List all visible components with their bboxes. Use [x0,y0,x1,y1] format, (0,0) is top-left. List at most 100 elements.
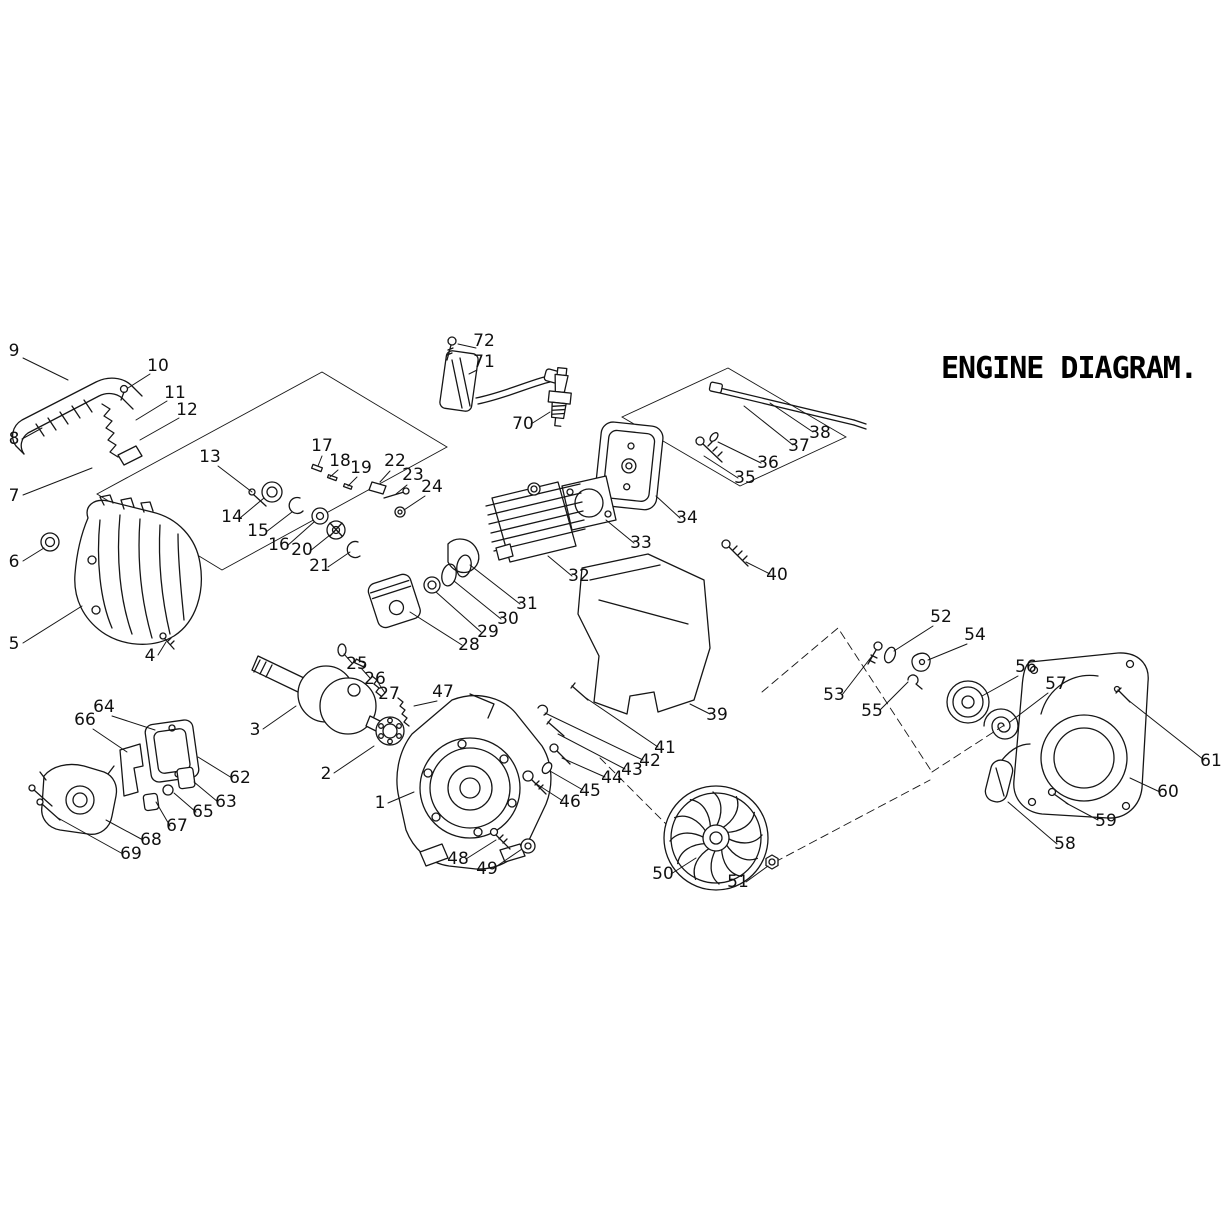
diagram-title: ENGINE DIAGRAM. [941,351,1197,386]
part-label-5: 5 [9,634,20,654]
crank-pin [347,683,361,697]
stud-43 [546,718,565,737]
piston-ring [456,554,472,578]
leader-line-26 [360,667,371,679]
piston-28 [367,573,421,629]
part-label-51: 51 [727,872,749,892]
part-label-59: 59 [1095,811,1117,831]
part-label-58: 58 [1054,834,1076,854]
part-label-15: 15 [247,521,269,541]
part-label-35: 35 [734,468,756,488]
part-label-37: 37 [788,436,810,456]
clip-21 [346,540,361,559]
leader-line-51 [745,865,769,883]
part-label-11: 11 [164,383,186,403]
part-label-6: 6 [9,552,20,572]
part-label-52: 52 [930,607,952,627]
leader-line-30 [453,580,502,620]
washer-16 [311,507,329,525]
part-label-65: 65 [192,802,214,822]
leader-line-36 [717,441,762,464]
bolt-44 [549,743,559,753]
part-label-68: 68 [140,830,162,850]
carburetor-68 [41,763,118,835]
part-label-53: 53 [823,685,845,705]
leader-line-46 [534,782,564,802]
screw-69b [36,798,44,806]
part-label-55: 55 [861,701,883,721]
leader-line-13 [217,465,253,493]
leader-line-28 [409,611,463,646]
part-label-46: 46 [559,792,581,812]
washer-52 [883,646,897,664]
crankcase [396,693,552,870]
part-label-26: 26 [364,669,386,689]
leader-line-57 [1009,692,1049,723]
part-label-56: 56 [1015,657,1037,677]
leader-line-24 [403,495,426,511]
leader-line-64 [111,715,156,731]
ignition-coil [439,336,561,412]
part-label-33: 33 [630,533,652,553]
spacer-65 [162,784,174,796]
flywheel [663,785,769,891]
throttle-cable [708,381,867,430]
leader-line-48 [465,839,497,860]
leader-line-60 [1129,777,1161,793]
part-label-39: 39 [706,705,728,725]
pawl-spring-55 [907,674,923,690]
leader-line-33 [605,519,635,544]
part-label-60: 60 [1157,782,1179,802]
leader-line-22 [379,470,391,483]
part-label-57: 57 [1045,674,1067,694]
leader-line-8 [21,427,43,440]
muffler [594,421,664,511]
leader-line-20 [309,534,331,552]
part-label-13: 13 [199,447,221,467]
leader-line-7 [22,467,93,496]
leader-line-4 [157,641,167,656]
leader-line-10 [127,373,151,389]
part-label-69: 69 [120,844,142,864]
flywheel-nut [765,854,779,870]
part-label-54: 54 [964,625,986,645]
leader-line-56 [981,675,1019,697]
crankshaft [251,643,410,735]
leader-line-62 [197,756,233,779]
leader-line-66 [92,728,128,753]
wrist-pin-29 [423,576,441,594]
leader-line-65 [173,792,197,813]
leader-line-12 [139,417,180,441]
part-label-4: 4 [145,646,156,666]
part-label-30: 30 [497,609,519,629]
plate-63 [176,766,196,790]
part-label-23: 23 [402,465,424,485]
leader-line-63 [193,781,219,803]
leader-line-54 [927,643,968,661]
part-label-32: 32 [568,566,590,586]
leader-line-43 [557,733,626,770]
leader-line-21 [327,551,351,568]
part-label-24: 24 [421,477,443,497]
part-label-7: 7 [9,486,20,506]
part-label-44: 44 [601,768,623,788]
washer-45 [541,761,553,775]
circlip-15 [288,496,304,515]
part-label-10: 10 [147,356,169,376]
bolt-washer [709,432,719,442]
lever-22 [368,481,387,495]
bolt-46 [522,770,534,782]
part-label-8: 8 [9,429,20,449]
screw-40 [721,539,749,567]
pin-18 [326,474,338,482]
leader-line-55 [879,681,909,711]
piston-ring-30 [441,563,457,587]
part-label-72: 72 [473,331,495,351]
washer-6 [40,532,60,552]
leader-line-35 [703,455,739,479]
fan-housing [74,494,202,645]
leader-line-38 [769,402,814,433]
part-label-25: 25 [346,654,368,674]
part-label-38: 38 [809,423,831,443]
